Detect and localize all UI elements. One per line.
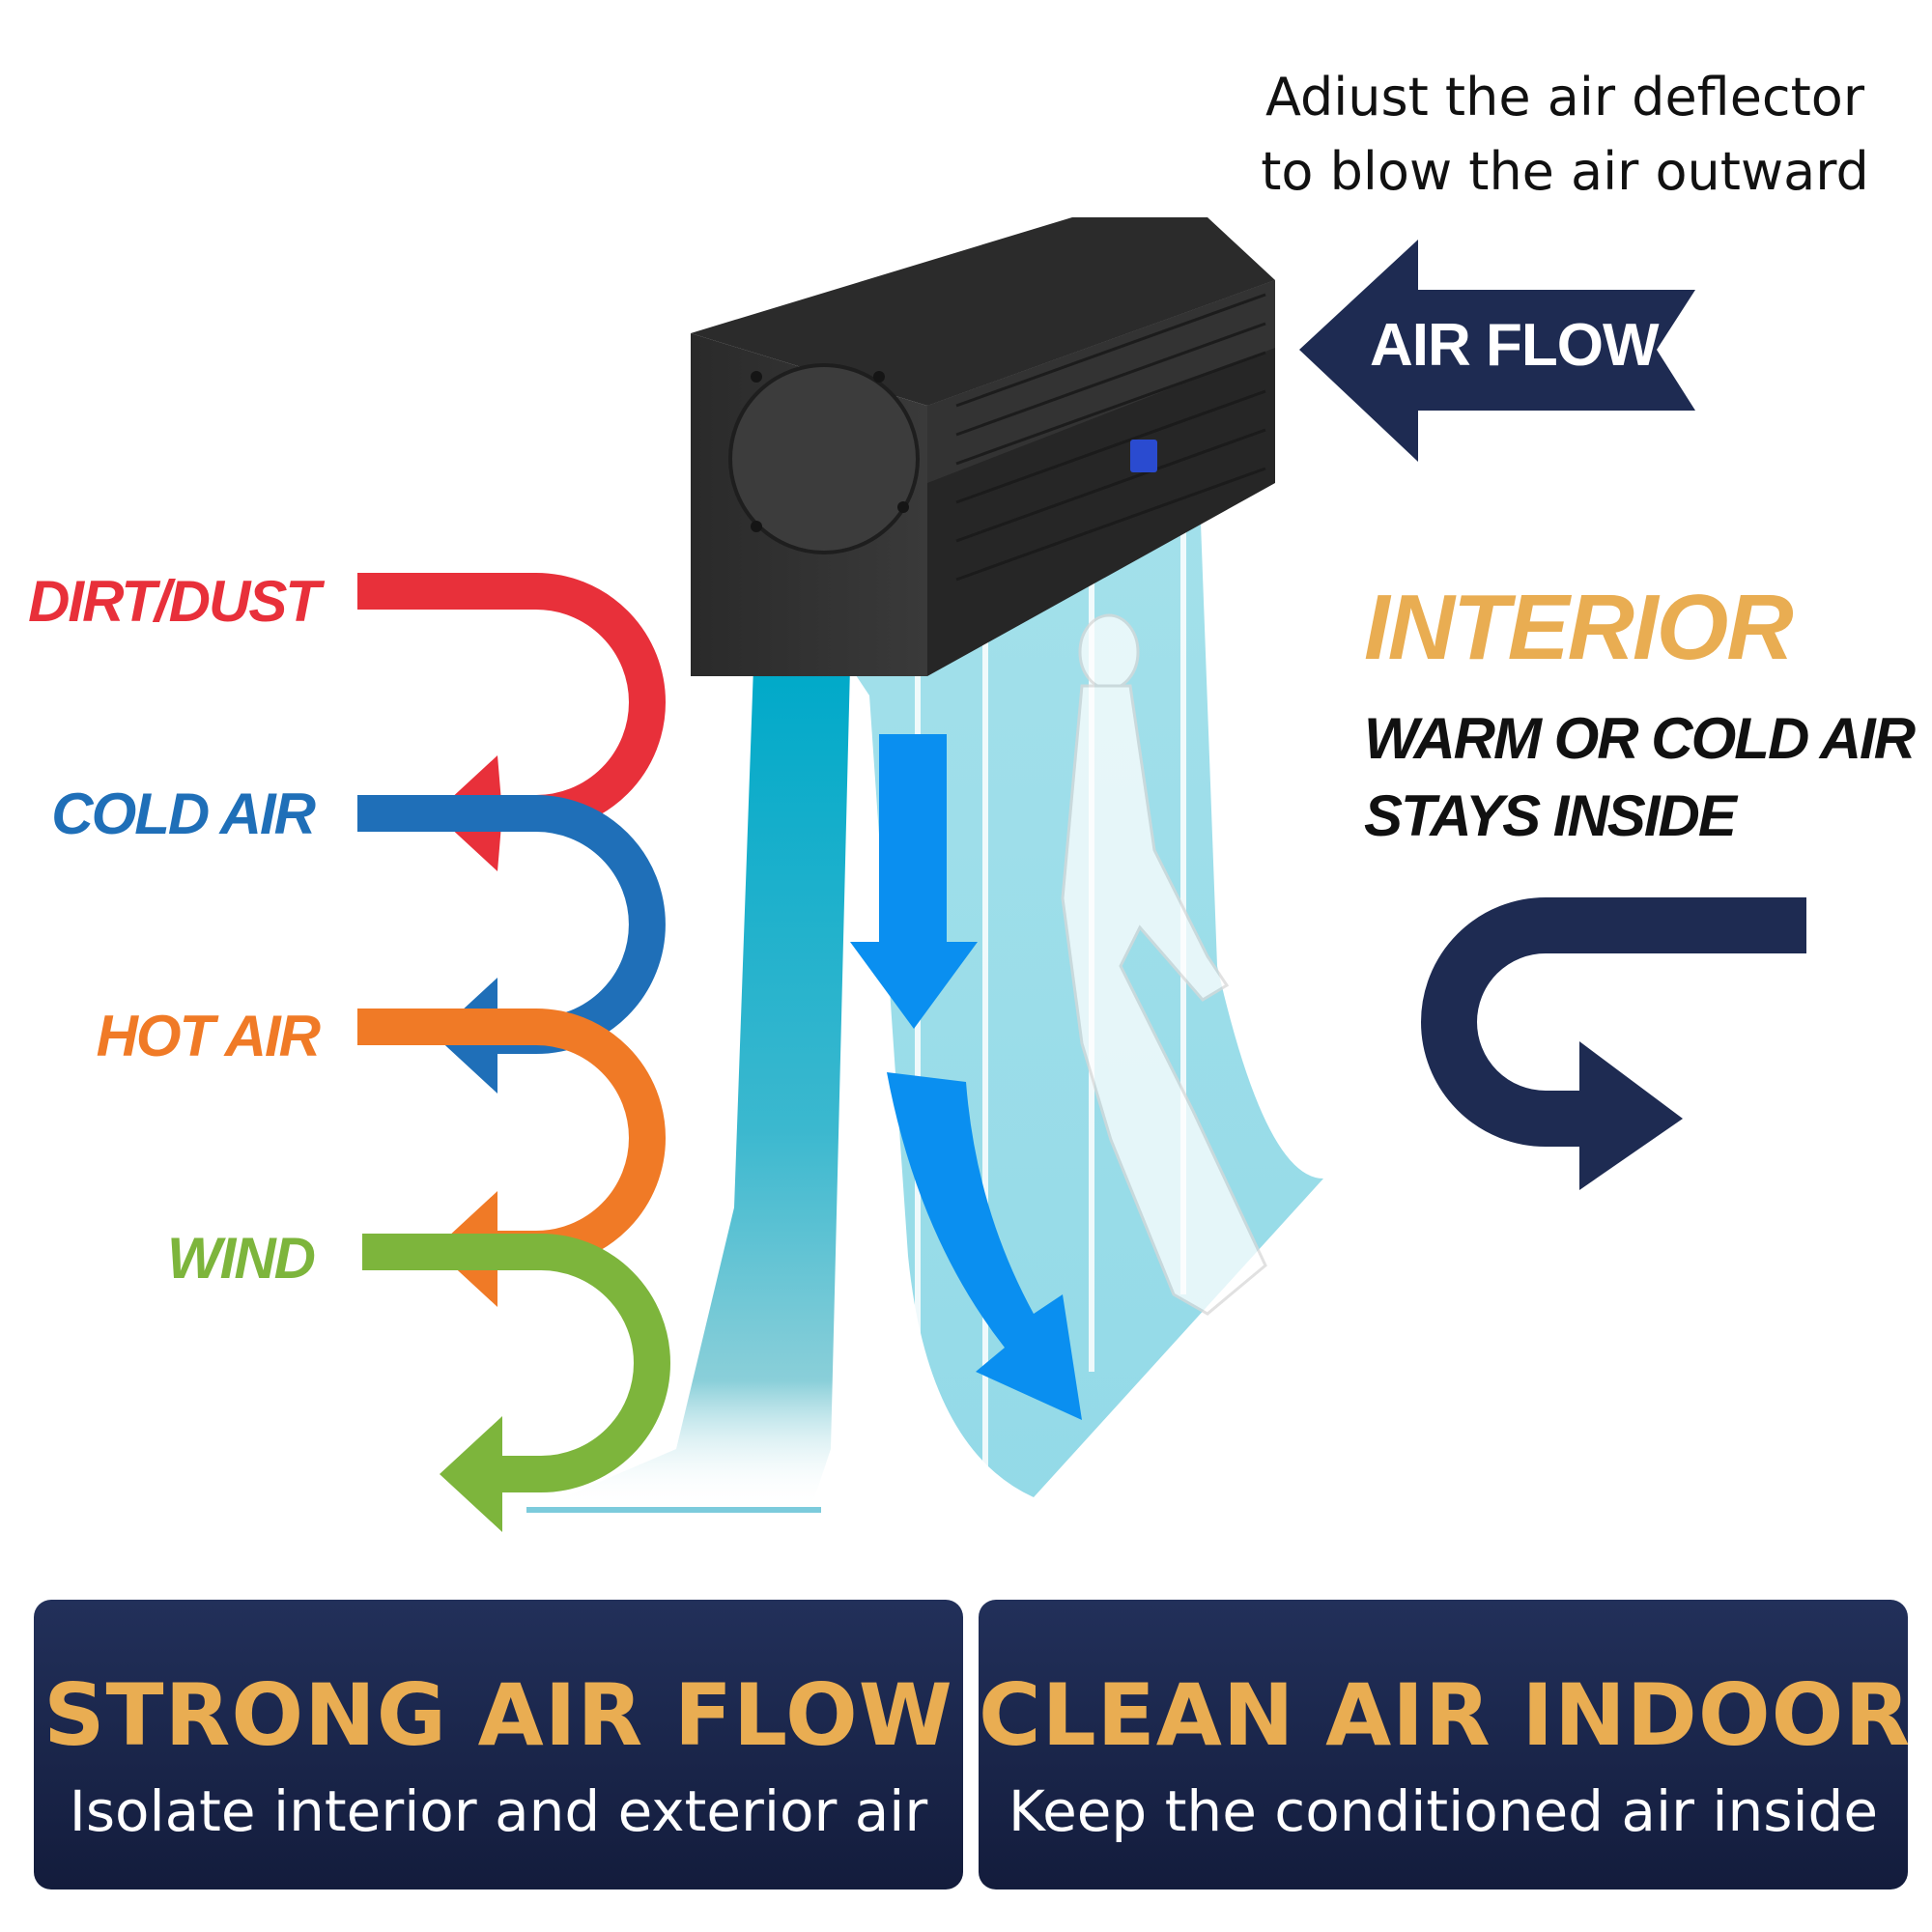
- air-flow-arrow-icon: [1299, 240, 1695, 462]
- deflector-instruction-line1: Adiust the air deflector: [1264, 67, 1865, 128]
- person-silhouette: [1061, 613, 1267, 1316]
- deflector-instruction: Adiust the air deflector to blow the air…: [1217, 60, 1913, 209]
- air-flow-label: AIR FLOW: [1370, 312, 1660, 379]
- dirt-dust-label: DIRT/DUST: [28, 569, 321, 634]
- clean-air-indoor-title: CLEAN AIR INDOOR: [979, 1665, 1912, 1765]
- deflector-instruction-line2: to blow the air outward: [1261, 141, 1869, 202]
- strong-air-flow-subtitle: Isolate interior and exterior air: [69, 1778, 928, 1844]
- air-curtain-unit: [691, 217, 1275, 676]
- interior-title: INTERIOR: [1364, 576, 1794, 679]
- hot-air-label: HOT AIR: [96, 1004, 321, 1068]
- wind-u-turn-arrow-icon: [362, 1234, 670, 1532]
- airflow-down-arrow-icon: [850, 734, 978, 1029]
- interior-description-line1: WARM OR COLD AIR: [1364, 706, 1916, 771]
- interior-description: WARM OR COLD AIR STAYS INSIDE: [1364, 700, 1916, 855]
- wind-label: WIND: [167, 1226, 316, 1291]
- strong-air-flow-panel: STRONG AIR FLOW Isolate interior and ext…: [34, 1600, 963, 1889]
- interior-u-turn-arrow-icon: [1421, 897, 1806, 1190]
- clean-air-indoor-panel: CLEAN AIR INDOOR Keep the conditioned ai…: [979, 1600, 1912, 1889]
- strong-air-flow-title: STRONG AIR FLOW: [43, 1665, 953, 1765]
- cold-air-label: COLD AIR: [51, 781, 316, 846]
- airflow-curved-arrow-icon: [887, 1072, 1082, 1420]
- clean-air-indoor-subtitle: Keep the conditioned air inside: [1008, 1778, 1879, 1844]
- interior-description-line2: STAYS INSIDE: [1364, 783, 1737, 848]
